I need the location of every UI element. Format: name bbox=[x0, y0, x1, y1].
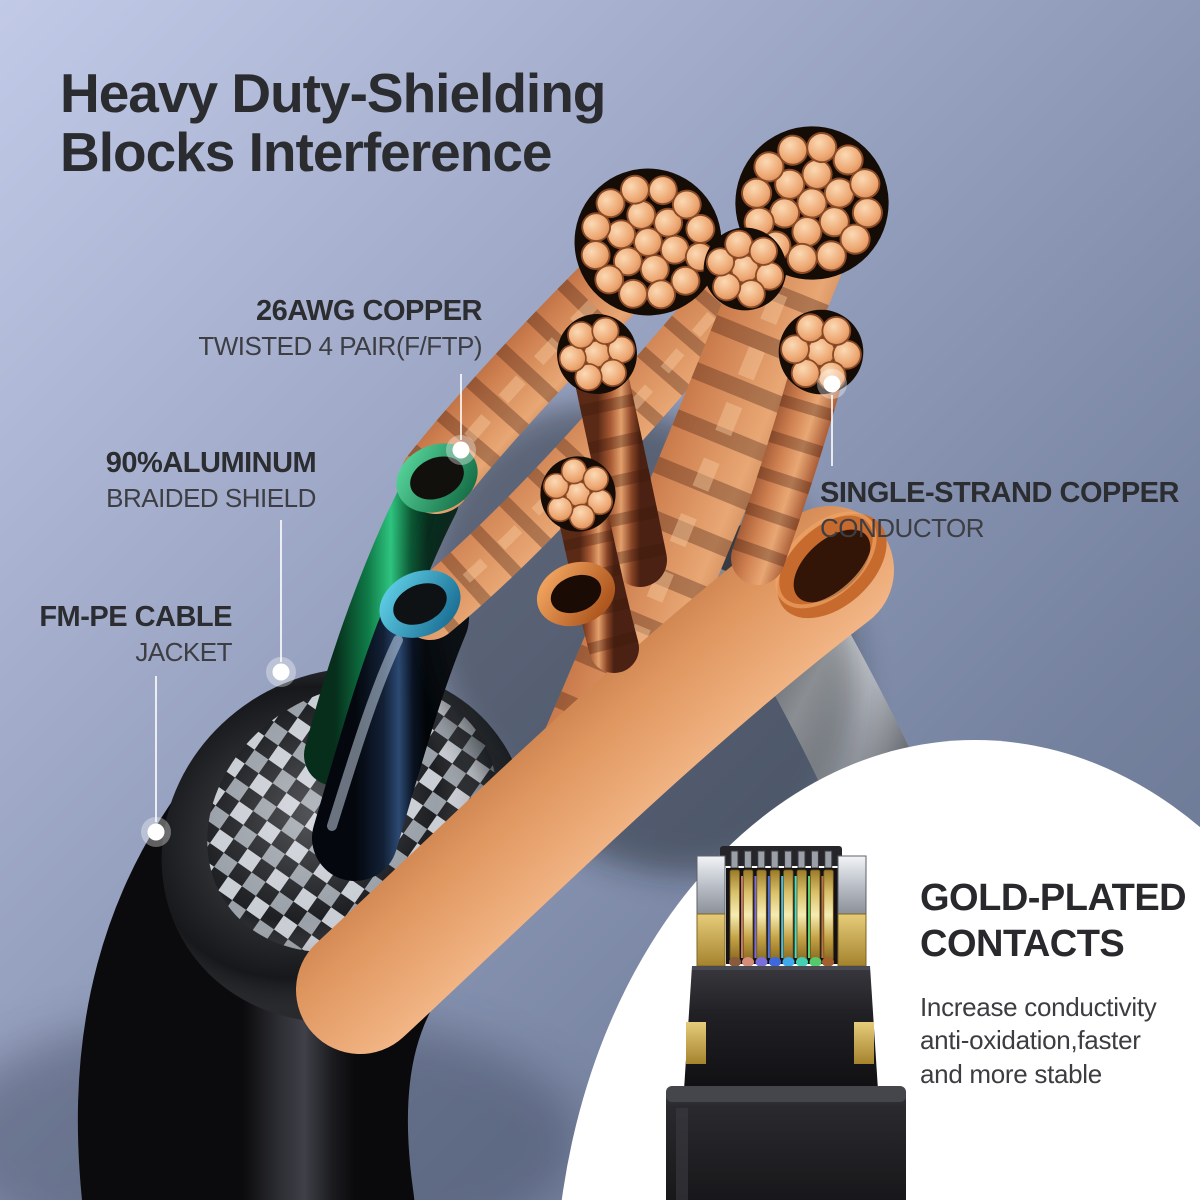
callout-dot-conductor bbox=[817, 369, 847, 399]
callout-markers bbox=[155, 374, 833, 822]
callout-shield-regular: BRAIDED SHIELD bbox=[106, 482, 316, 513]
page-title-line2: Blocks Interference bbox=[60, 121, 553, 184]
callout-dots bbox=[141, 369, 847, 847]
rj45-connector bbox=[666, 846, 906, 1200]
callout-copper-bold: 26AWG COPPER bbox=[255, 295, 483, 327]
callout-dot-copper bbox=[446, 435, 476, 465]
callout-copper-regular: TWISTED 4 PAIR(F/FTP) bbox=[198, 330, 482, 361]
callout-copper: 26AWG COPPER TWISTED 4 PAIR(F/FTP) bbox=[150, 294, 482, 362]
pin-tabs bbox=[730, 850, 833, 869]
feature-heading-line2: CONTACTS bbox=[920, 922, 1125, 965]
callout-jacket-regular: JACKET bbox=[135, 636, 232, 667]
callout-conductor: SINGLE-STRAND COPPER CONDUCTOR bbox=[820, 476, 1180, 544]
callout-conductor-bold: SINGLE-STRAND COPPER bbox=[820, 477, 1179, 509]
callout-dot-shield bbox=[266, 657, 296, 687]
feature-body-line3: and more stable bbox=[920, 1058, 1102, 1089]
copper-foil-wire bbox=[296, 506, 894, 1054]
callout-dot-jacket bbox=[141, 817, 171, 847]
connector-body bbox=[684, 966, 878, 1090]
green-wire bbox=[304, 469, 459, 786]
feature-body-line1: Increase conductivity bbox=[920, 992, 1157, 1023]
callout-jacket-bold: FM-PE CABLE bbox=[39, 601, 232, 633]
page-title-line1: Heavy Duty-Shielding bbox=[60, 62, 606, 124]
shield-rails bbox=[696, 855, 867, 967]
gold-pins bbox=[729, 869, 834, 961]
callout-shield-bold: 90%ALUMINUM bbox=[105, 447, 317, 479]
callout-jacket: FM-PE CABLE JACKET bbox=[26, 600, 232, 668]
connector-boot bbox=[666, 1086, 906, 1200]
feature-body: Increase conductivity anti-oxidation,fas… bbox=[920, 991, 1190, 1091]
insulation-rings bbox=[379, 443, 616, 638]
page-title: Heavy Duty-Shielding Blocks Interference bbox=[60, 62, 606, 184]
wire-ends bbox=[729, 957, 834, 967]
feature-heading: GOLD-PLATED CONTACTS bbox=[920, 876, 1190, 967]
feature-heading-line1: GOLD-PLATED bbox=[920, 877, 1187, 919]
feature-body-line2: anti-oxidation,faster bbox=[920, 1025, 1141, 1056]
callout-shield: 90%ALUMINUM BRAIDED SHIELD bbox=[78, 446, 344, 514]
blue-wire bbox=[312, 575, 469, 881]
feature-panel: GOLD-PLATED CONTACTS Increase conductivi… bbox=[920, 876, 1190, 1091]
callout-conductor-regular: CONDUCTOR bbox=[820, 512, 985, 543]
